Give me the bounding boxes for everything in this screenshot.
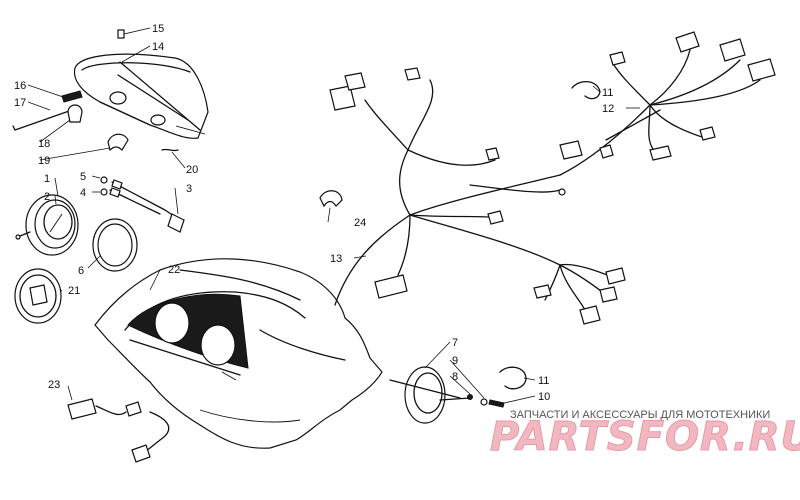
callout-11-bottom: 11	[538, 375, 549, 387]
clamp-12	[605, 109, 661, 141]
callout-10: 10	[538, 391, 550, 403]
harness-connectors	[329, 31, 776, 325]
bulb-5	[100, 176, 108, 184]
callout-11-top: 11	[602, 87, 613, 99]
headlight-assembly	[73, 53, 209, 139]
clamp-11-top	[571, 81, 601, 100]
bulb-4	[100, 188, 108, 196]
screw-10	[488, 399, 505, 408]
callout-13: 13	[330, 253, 342, 265]
callout-16: 16	[14, 80, 26, 92]
headlight-7	[389, 366, 471, 424]
elbow-19	[107, 133, 129, 152]
gauge-ring-6	[92, 218, 138, 272]
callout-2: 2	[44, 191, 50, 203]
spring-16	[61, 90, 83, 103]
gauge-harness-3	[109, 179, 185, 233]
callout-17: 17	[14, 97, 26, 109]
callout-20: 20	[186, 164, 198, 176]
clamp-11-bottom	[499, 366, 527, 390]
bulb-socket-15	[117, 29, 125, 39]
callout-3: 3	[186, 183, 192, 195]
callout-8: 8	[452, 371, 458, 383]
harness-23	[67, 398, 170, 463]
gauge-bezel-21	[14, 268, 62, 324]
nut-8	[467, 394, 473, 400]
callout-7: 7	[452, 337, 458, 349]
callout-23: 23	[48, 379, 60, 391]
leader-lines	[27, 27, 640, 405]
callout-12: 12	[602, 103, 614, 115]
callout-19: 19	[38, 155, 50, 167]
callout-numbers: 15 14 16 17 18 19 20 1 2 5 4 3 6 21 22 2…	[14, 23, 614, 403]
callout-18: 18	[38, 138, 50, 150]
speedometer-gauge	[15, 194, 79, 256]
callout-4: 4	[80, 187, 86, 199]
bulb-18	[67, 104, 83, 123]
clip-20	[161, 148, 179, 152]
callout-9: 9	[452, 355, 458, 367]
main-harness-13	[334, 49, 761, 311]
callout-22: 22	[168, 264, 180, 276]
screw-17	[12, 109, 75, 131]
watermark: ЗАПЧАСТИ И АКСЕССУАРЫ ДЛЯ МОТОТЕХНИКИ PA…	[490, 409, 800, 461]
callout-5: 5	[80, 171, 86, 183]
washer-9	[480, 398, 488, 406]
callout-6: 6	[78, 265, 84, 277]
callout-15: 15	[152, 23, 164, 35]
callout-24: 24	[354, 217, 366, 229]
hood-22	[94, 258, 383, 449]
clamp-24	[319, 190, 343, 208]
watermark-brand: PARTSFOR.RU	[490, 414, 800, 460]
callout-1: 1	[44, 173, 50, 185]
watermark-caption: ЗАПЧАСТИ И АКСЕССУАРЫ ДЛЯ МОТОТЕХНИКИ	[510, 409, 770, 421]
callout-14: 14	[152, 41, 164, 53]
callout-21: 21	[68, 285, 80, 297]
